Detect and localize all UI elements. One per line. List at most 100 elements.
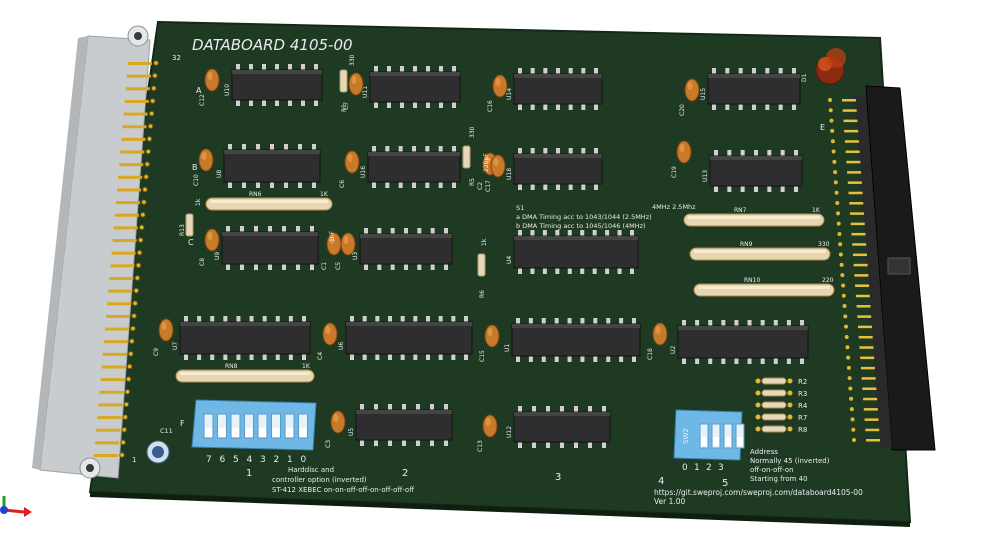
capacitor-c20: C20 — [679, 78, 700, 116]
capacitor-c18: C18 — [647, 322, 668, 360]
svg-text:C19: C19 — [671, 166, 678, 178]
svg-text:U9: U9 — [214, 252, 221, 260]
led-d1: D1 — [801, 48, 846, 85]
resistor-net-rn9: RN9 330 — [689, 241, 831, 261]
svg-text:C8: C8 — [199, 258, 206, 266]
svg-text:U2: U2 — [670, 346, 677, 354]
svg-text:off-on-off-on: off-on-off-on — [750, 466, 794, 474]
svg-text:C3: C3 — [325, 440, 332, 448]
sw2-digit: 2 — [706, 463, 712, 473]
svg-text:330: 330 — [349, 54, 356, 66]
svg-text:U4: U4 — [506, 256, 513, 264]
capacitor-c8: C8 — [199, 228, 220, 266]
svg-text:330: 330 — [818, 241, 830, 248]
ic-u9: U9 — [214, 226, 319, 270]
capacitor-c9: C9 — [153, 318, 174, 356]
svg-text:Starting from 40: Starting from 40 — [750, 475, 808, 483]
svg-text:D1: D1 — [801, 73, 808, 82]
ic-u11: U11 — [362, 66, 461, 108]
capacitor-c4: C4 — [317, 322, 338, 360]
ic-u14: U14 — [506, 68, 603, 110]
resistor-r5: R5 330 220pF — [462, 126, 490, 186]
column-number-1: 1 — [246, 468, 252, 479]
svg-text:220pF: 220pF — [483, 153, 490, 172]
svg-text:RN8: RN8 — [225, 363, 238, 370]
ic-u3: U3 — [352, 228, 453, 270]
resistor-net-rn10: RN10 220 — [693, 277, 835, 297]
svg-text:R4: R4 — [798, 402, 808, 410]
svg-text:U5: U5 — [348, 428, 355, 436]
ic-u15: U15 — [700, 68, 801, 110]
column-number-2: 2 — [402, 468, 408, 479]
svg-text:U18: U18 — [506, 168, 513, 180]
ribbon-header — [828, 85, 936, 451]
svg-text:R7: R7 — [798, 414, 807, 422]
svg-text:C15: C15 — [479, 350, 486, 362]
svg-text:U14: U14 — [506, 88, 513, 100]
svg-text:R6: R6 — [479, 290, 486, 298]
capacitor-c12: C12 — [199, 68, 220, 106]
svg-text:1K: 1K — [320, 191, 329, 198]
sw1-digit: 4 — [247, 455, 253, 465]
ic-u16: U16 — [360, 146, 461, 188]
svg-text:U16: U16 — [360, 166, 367, 178]
sw1-digit: 3 — [260, 455, 266, 465]
column-number-4: 4 — [658, 476, 664, 487]
svg-text:ST-412 XEBEC on-on-off-off-on-: ST-412 XEBEC on-on-off-off-on-off-off-of… — [272, 486, 414, 494]
svg-text:330: 330 — [469, 126, 476, 138]
capacitor-c6: C6 — [339, 150, 360, 188]
sw1-digit: 0 — [301, 455, 307, 465]
svg-text:C20: C20 — [679, 104, 686, 116]
resistor-r6: R6 1k — [477, 238, 488, 298]
svg-text:R2: R2 — [798, 378, 807, 386]
svg-text:U15: U15 — [700, 88, 707, 100]
svg-text:C13: C13 — [477, 440, 484, 452]
resistor-r8: R8 — [755, 425, 807, 434]
svg-text:b DMA Timing acc to 1045/1046: b DMA Timing acc to 1045/1046 (4MHz) — [516, 222, 646, 230]
svg-text:C11: C11 — [160, 427, 173, 435]
svg-text:a DMA Timing acc to 1043/1044: a DMA Timing acc to 1043/1044 (2.5MHz) — [516, 213, 652, 221]
dip-switch-1-ref: F — [180, 419, 185, 428]
ic-u1: U1 — [504, 318, 641, 362]
mount-hole-bottom — [79, 457, 101, 479]
svg-text:4MHz 2.5Mhz: 4MHz 2.5Mhz — [652, 203, 696, 211]
svg-text:C10: C10 — [193, 174, 200, 186]
board-title: DATABOARD 4105-00 — [192, 36, 353, 54]
resistor-r2: R2 — [755, 377, 807, 386]
svg-text:Normally 45 (inverted): Normally 45 (inverted) — [750, 457, 830, 465]
column-number-3: 3 — [555, 472, 561, 483]
resistor-r3: R3 — [755, 389, 807, 398]
capacitor-c19: C19 — [671, 140, 692, 178]
svg-text:U10: U10 — [224, 84, 231, 96]
svg-text:C18: C18 — [647, 348, 654, 360]
svg-text:R1: R1 — [341, 104, 348, 112]
ic-u10: U10 — [224, 64, 323, 106]
svg-text:RN7: RN7 — [734, 207, 747, 214]
svg-text:220: 220 — [822, 277, 834, 284]
ic-u6: U6 — [338, 316, 473, 360]
svg-text:controller option (inverted): controller option (inverted) — [272, 476, 367, 484]
svg-text:U12: U12 — [506, 426, 513, 438]
svg-text:U11: U11 — [362, 86, 369, 98]
svg-text:U3: U3 — [352, 252, 359, 260]
ic-u5: U5 — [348, 404, 453, 446]
repo-url: https://git.sweproj.com/sweproj.com/data… — [654, 488, 863, 497]
ic-u18: U18 — [506, 148, 603, 190]
row-letter-b: B — [192, 163, 198, 172]
sw1-digit: 1 — [287, 455, 293, 465]
pcb-board-edge — [90, 492, 910, 527]
svg-text:RN9: RN9 — [740, 241, 753, 248]
capacitor-c17: C17 — [485, 154, 506, 192]
svg-text:R3: R3 — [798, 390, 807, 398]
svg-text:R5: R5 — [469, 178, 476, 186]
svg-text:RN10: RN10 — [744, 277, 760, 284]
c1-value: 1nF — [329, 230, 336, 242]
svg-text:C1: C1 — [321, 262, 328, 270]
svg-text:C17: C17 — [485, 180, 492, 192]
